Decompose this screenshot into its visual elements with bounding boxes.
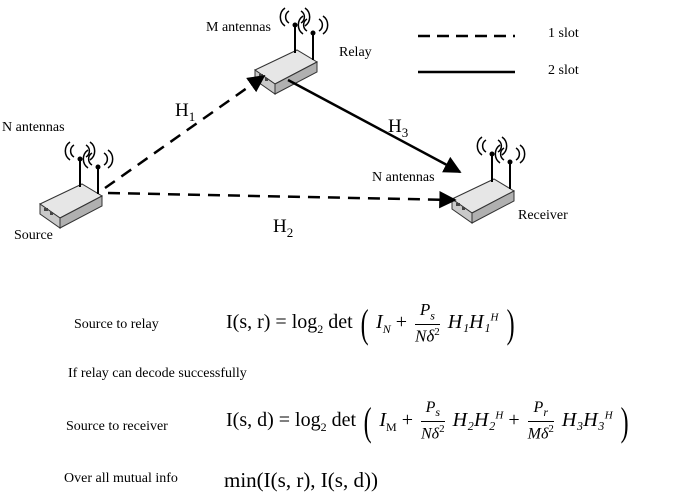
link-relay-receiver (287, 78, 462, 174)
channel-h3-label: H3 (388, 116, 409, 140)
equation-source-relay: I(s, r) = log2 det ( IN + Ps Nδ2 H₁H₁H ) (226, 300, 515, 347)
equation-source-receiver: I(s, d) = log2 det ( IM + Ps Nδ2 H₂H₂H +… (226, 399, 629, 444)
overall-info-label: Over all mutual info (64, 471, 178, 486)
receiver-label: Receiver (518, 208, 568, 223)
receiver-router-icon (451, 136, 526, 224)
source-antenna-label: N antennas (2, 120, 65, 135)
legend-dashed-label: 1 slot (548, 26, 579, 41)
receiver-antenna-label: N antennas (372, 170, 435, 185)
relay-decode-condition: If relay can decode successfully (68, 366, 247, 381)
equation-min-mutual-info: min(I(s, r), I(s, d)) (224, 468, 378, 492)
channel-h2-label: H2 (273, 216, 294, 240)
link-source-relay (104, 74, 266, 190)
source-to-relay-label: Source to relay (74, 317, 159, 332)
relay-antenna-label: M antennas (206, 20, 271, 35)
channel-h1-label: H1 (175, 100, 196, 124)
legend-solid-label: 2 slot (548, 63, 579, 78)
source-to-receiver-label: Source to receiver (66, 419, 168, 434)
relay-label: Relay (339, 45, 372, 60)
link-source-receiver (107, 190, 457, 209)
source-router-icon (39, 141, 114, 229)
source-label: Source (14, 228, 53, 243)
